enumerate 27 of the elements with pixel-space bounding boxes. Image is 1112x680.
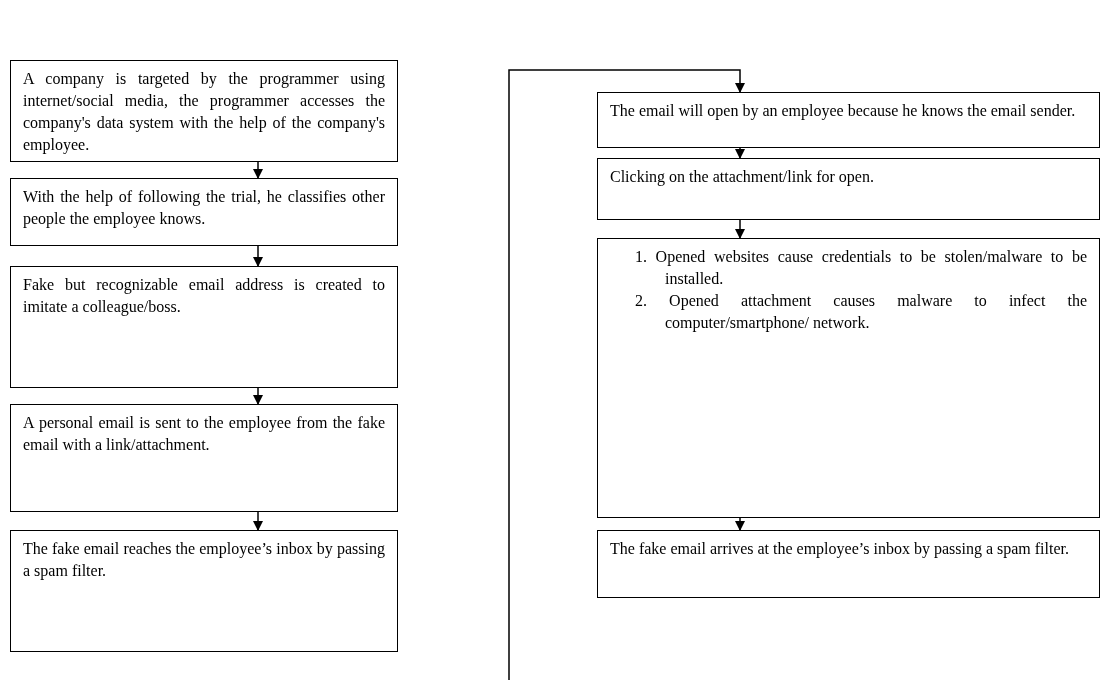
box-text: A personal email is sent to the employee from the fake email with a link/attachment. [23,413,385,455]
process-box [10,530,398,652]
arrow [253,161,263,179]
list-item: 2. Opened attachment causes malware to infect the computer/smartphone/ network. [634,291,1087,334]
box-text: The fake email arrives at the employee’s inbox by passing a spam filter. [610,539,1070,560]
process-box [597,238,1100,518]
arrow [253,387,263,405]
box-text: With the help of following the trial, he classifies other people the employee knows. [23,187,385,230]
list-item: 1. Opened websites cause credentials to be stolen/malware to be installed. [634,247,1087,289]
box-text: The fake email reaches the employee’s inbox by passing a spam filter. [23,539,385,582]
arrow [253,245,263,267]
box-text: Fake but recognizable email address is created to imitate a colleague/boss. [23,275,385,318]
process-box [10,178,398,246]
arrow [735,147,745,159]
box-text: A company is targeted by the programmer using internet/social media, the programmer accesses the company's data system with the help of the company's employee. [23,69,385,156]
process-box [597,92,1100,148]
process-box [597,158,1100,220]
process-box [10,404,398,512]
arrow [735,219,745,239]
box-text: Clicking on the attachment/link for open. [610,167,875,188]
arrow [508,69,745,680]
process-box [10,60,398,162]
arrow [253,511,263,531]
arrow [735,517,745,531]
process-box [597,530,1100,598]
box-text: The email will open by an employee because he knows the email sender. [610,101,1077,122]
process-box [10,266,398,388]
